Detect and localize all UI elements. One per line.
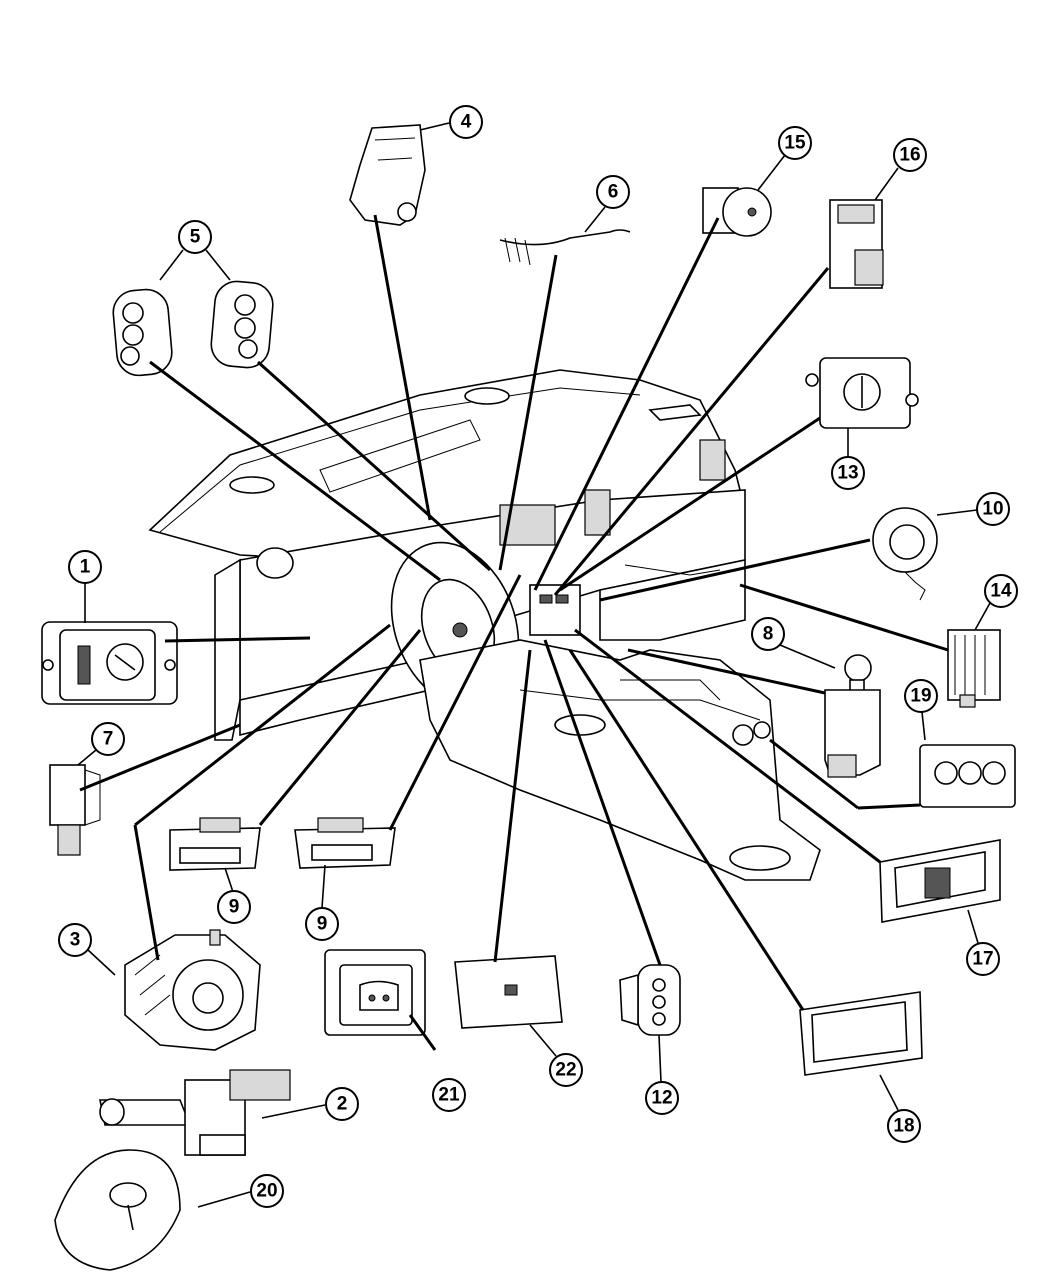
- headlamp-switch: [41, 621, 178, 705]
- callout-label: 19: [910, 686, 931, 707]
- callout-label: 21: [438, 1085, 460, 1106]
- module-9b: [294, 817, 396, 869]
- callout-10: 10: [936, 492, 1010, 526]
- rotary-switch-13: [805, 357, 919, 429]
- callout-19: 19: [904, 679, 938, 741]
- heater-control-19: [919, 744, 1016, 808]
- callout-label: 6: [608, 182, 619, 203]
- callout-label: 9: [229, 897, 240, 918]
- callout-label: 2: [337, 1094, 348, 1115]
- steering-wheel-switch-left: [112, 288, 173, 377]
- gear-shifter: [824, 654, 881, 778]
- callout-label: 17: [972, 949, 993, 970]
- callout-5: 5: [159, 220, 231, 281]
- callout-21: 21: [432, 1078, 466, 1112]
- multifunction-switch: [99, 1069, 291, 1156]
- connector-14: [947, 629, 1001, 708]
- callout-label: 8: [763, 624, 774, 645]
- callout-1: 1: [68, 550, 102, 623]
- callout-label: 1: [80, 557, 91, 578]
- leader-lines: [79, 214, 949, 1051]
- callout-20: 20: [197, 1174, 284, 1208]
- callout-17: 17: [966, 909, 1000, 976]
- harness-lead: [499, 229, 631, 266]
- instrument-panel-assembly: [148, 369, 746, 741]
- sensor-10: [872, 507, 938, 601]
- callout-18: 18: [879, 1074, 921, 1143]
- callout-label: 20: [256, 1181, 277, 1202]
- callout-4: 4: [419, 105, 483, 139]
- callout-label: 12: [651, 1088, 672, 1109]
- module-9a: [169, 817, 261, 871]
- switch-16: [829, 199, 884, 289]
- callout-9a: 9: [217, 867, 251, 924]
- callout-label: 15: [784, 133, 806, 154]
- callout-12: 12: [645, 1034, 679, 1115]
- callout-16: 16: [874, 138, 927, 201]
- callout-label: 10: [982, 499, 1003, 520]
- blank-plate-22: [454, 955, 563, 1029]
- callout-label: 5: [190, 227, 201, 248]
- callout-13: 13: [831, 428, 865, 490]
- callout-label: 22: [555, 1060, 576, 1081]
- callout-label: 14: [990, 581, 1012, 602]
- callout-label: 9: [317, 914, 328, 935]
- floor-console-assembly: [419, 639, 821, 881]
- callout-9b: 9: [305, 864, 339, 941]
- callout-2: 2: [261, 1087, 359, 1121]
- callout-label: 16: [899, 145, 920, 166]
- clockspring: [124, 929, 261, 1051]
- callout-label: 3: [70, 930, 81, 951]
- callout-label: 18: [893, 1116, 914, 1137]
- steering-wheel-switch-right: [210, 280, 274, 369]
- callout-7: 7: [77, 722, 125, 766]
- callout-label: 7: [103, 729, 114, 750]
- switch-7: [49, 764, 101, 856]
- callout-label: 4: [461, 112, 472, 133]
- callout-label: 13: [837, 463, 858, 484]
- bezel-18: [799, 991, 923, 1076]
- callout-6: 6: [584, 175, 630, 233]
- callout-14: 14: [974, 574, 1018, 631]
- callout-22: 22: [529, 1024, 583, 1087]
- power-outlet-21: [324, 949, 426, 1036]
- steering-column-module: [349, 124, 426, 226]
- callout-8: 8: [751, 617, 836, 669]
- button-switch-15: [702, 187, 772, 237]
- airbag-20: [54, 1149, 181, 1271]
- bezel-17: [879, 839, 1001, 923]
- callout-15: 15: [757, 126, 812, 191]
- switch-12: [619, 964, 681, 1036]
- callout-3: 3: [58, 923, 116, 976]
